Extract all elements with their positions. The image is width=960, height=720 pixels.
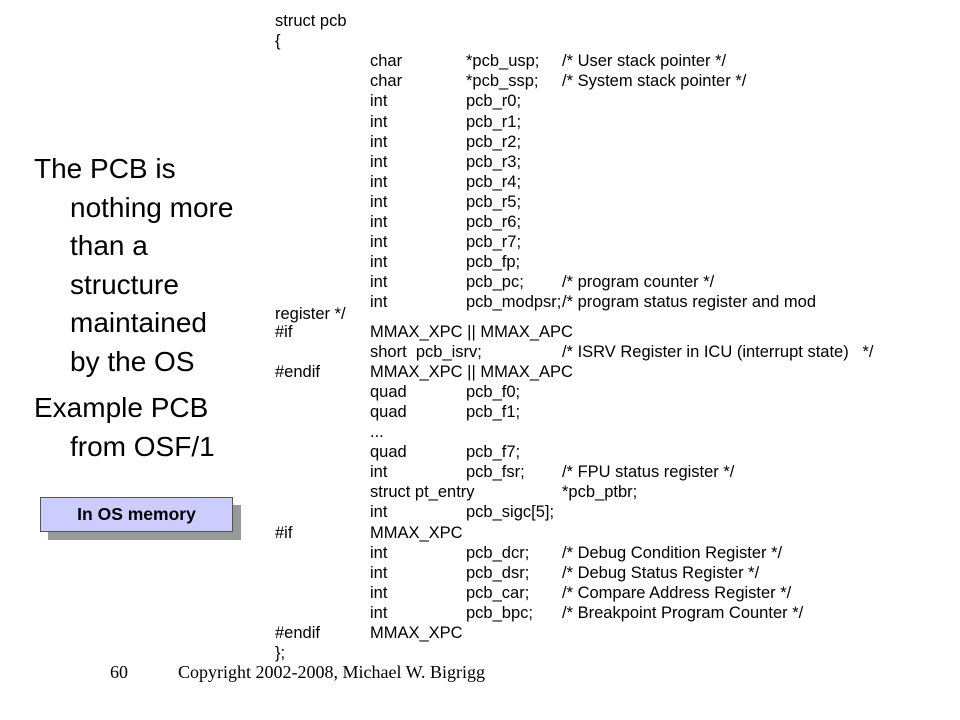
- code-cell: pcb_f0;: [466, 383, 521, 401]
- code-cell: MMAX_XPC: [370, 624, 463, 642]
- code-cell: pcb_r0;: [466, 92, 522, 110]
- code-cell: int: [370, 173, 388, 191]
- code-cell: #endif: [275, 363, 320, 381]
- code-cell: {: [275, 32, 281, 50]
- code-cell: int: [370, 233, 388, 251]
- code-cell: int: [370, 503, 388, 521]
- code-cell: int: [370, 293, 388, 311]
- code-cell: int: [370, 153, 388, 171]
- code-cell: pcb_bpc;: [466, 604, 533, 622]
- bullet-example-pcb: Example PCB from OSF/1: [34, 389, 215, 466]
- copyright: Copyright 2002-2008, Michael W. Bigrigg: [178, 662, 485, 682]
- code-cell: /* User stack pointer */: [562, 52, 727, 70]
- code-cell: quad: [370, 443, 407, 461]
- bullet-line: structure: [70, 268, 179, 300]
- code-cell: pcb_sigc[5];: [466, 503, 555, 521]
- code-cell: int: [370, 92, 388, 110]
- code-cell: /* Debug Status Register */: [562, 564, 760, 582]
- code-cell: *pcb_ptbr;: [562, 483, 638, 501]
- code-cell: pcb_r6;: [466, 213, 522, 231]
- code-cell: pcb_r1;: [466, 113, 522, 131]
- code-cell: MMAX_XPC: [370, 524, 463, 542]
- code-cell: int: [370, 213, 388, 231]
- code-cell: int: [370, 273, 388, 291]
- page-number: 60: [110, 662, 128, 682]
- code-cell: pcb_r7;: [466, 233, 522, 251]
- code-cell: pcb_r4;: [466, 173, 522, 191]
- code-cell: /* Debug Condition Register */: [562, 544, 783, 562]
- bullet-line: maintained: [70, 307, 207, 338]
- code-cell: *pcb_usp;: [466, 52, 540, 70]
- code-cell: MMAX_XPC || MMAX_APC: [370, 323, 573, 341]
- code-cell: /* program counter */: [562, 273, 715, 291]
- code-cell: ...: [370, 423, 384, 441]
- bullet-line: than a: [70, 230, 148, 261]
- code-cell: int: [370, 463, 388, 481]
- code-cell: MMAX_XPC || MMAX_APC: [370, 363, 573, 381]
- code-cell: /* Compare Address Register */: [562, 584, 792, 602]
- code-wrapped-text: register */: [275, 305, 346, 323]
- code-cell: int: [370, 253, 388, 271]
- code-cell: quad: [370, 403, 407, 421]
- code-cell: struct pt_entry: [370, 483, 475, 501]
- code-cell: pcb_car;: [466, 584, 530, 602]
- code-cell: int: [370, 113, 388, 131]
- code-cell: /* Breakpoint Program Counter */: [562, 604, 804, 622]
- code-cell: pcb_f7;: [466, 443, 521, 461]
- code-cell: };: [275, 644, 286, 662]
- code-cell: quad: [370, 383, 407, 401]
- code-cell: pcb_modpsr;: [466, 293, 562, 311]
- bullet-pcb-structure: The PCB is nothing more than a structure…: [34, 150, 233, 381]
- code-cell: short pcb_isrv;: [370, 343, 482, 361]
- code-cell: /* program status register and mod: [562, 293, 817, 311]
- bullet-line: The PCB is: [34, 153, 176, 184]
- code-cell: char: [370, 72, 403, 90]
- code-cell: pcb_dcr;: [466, 544, 530, 562]
- bullet-line: from OSF/1: [70, 430, 215, 462]
- code-cell: /* System stack pointer */: [562, 72, 747, 90]
- code-cell: pcb_pc;: [466, 273, 524, 291]
- code-cell: int: [370, 604, 388, 622]
- code-cell: int: [370, 193, 388, 211]
- code-cell: pcb_fp;: [466, 253, 521, 271]
- code-cell: int: [370, 133, 388, 151]
- code-cell: #endif: [275, 624, 320, 642]
- code-cell: pcb_r5;: [466, 193, 522, 211]
- bullet-line: nothing more: [70, 191, 234, 223]
- code-cell: pcb_fsr;: [466, 463, 525, 481]
- code-cell: struct pcb: [275, 12, 347, 30]
- code-cell: #if: [275, 323, 293, 341]
- code-cell: #if: [275, 524, 293, 542]
- code-cell: *pcb_ssp;: [466, 72, 539, 90]
- code-cell: pcb_r3;: [466, 153, 522, 171]
- bullet-line: by the OS: [70, 345, 195, 377]
- code-cell: pcb_f1;: [466, 403, 521, 421]
- code-cell: pcb_dsr;: [466, 564, 530, 582]
- callout-in-os-memory: In OS memory: [40, 497, 233, 532]
- code-cell: int: [370, 544, 388, 562]
- bullet-line: Example PCB: [34, 392, 209, 423]
- code-cell: /* FPU status register */: [562, 463, 735, 481]
- code-cell: pcb_r2;: [466, 133, 522, 151]
- code-cell: int: [370, 564, 388, 582]
- code-cell: char: [370, 52, 403, 70]
- code-cell: int: [370, 584, 388, 602]
- code-cell: /* ISRV Register in ICU (interrupt state…: [562, 343, 874, 361]
